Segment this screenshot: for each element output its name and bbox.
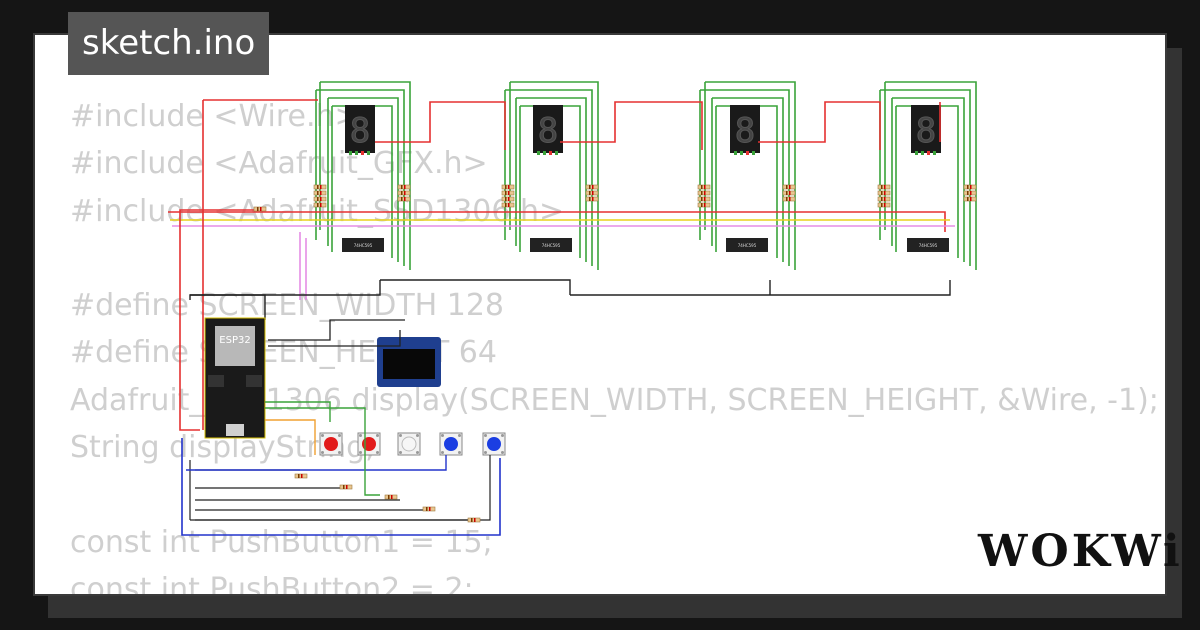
pushbutton-3[interactable] [397,432,421,456]
display-module-3[interactable]: 74HC595 [697,81,796,270]
code-line: #include <Wire.h> [70,99,360,134]
oled-display[interactable] [377,337,441,387]
pushbutton-5[interactable] [482,432,506,456]
wokwi-logo: WOKWi [978,526,1183,577]
shift-register-chip [530,238,572,252]
pushbutton-2[interactable] [357,432,381,456]
shift-register-label: 74HC595 [919,243,938,248]
project-card: #include <Wire.h>#include <Adafruit_GFX.… [33,33,1167,596]
pushbutton-4[interactable] [439,432,463,456]
display-module-1[interactable]: 74HC595 [313,81,411,270]
display-module-4[interactable]: 74HC595 [877,81,977,270]
code-line: const int PushButton2 = 2; [70,571,474,596]
shift-register-chip [342,238,384,252]
shift-register-label: 74HC595 [542,243,561,248]
pushbutton-1[interactable] [319,432,343,456]
esp32-board[interactable]: ESP32 [204,317,266,439]
window-title: sketch.ino [68,12,270,75]
board-label: ESP32 [219,335,250,346]
shift-register-chip [726,238,768,252]
shift-register-label: 74HC595 [738,243,757,248]
shift-register-chip [907,238,949,252]
display-module-2[interactable]: 74HC595 [501,81,599,270]
code-line: const int PushButton1 = 15; [70,524,493,560]
shift-register-label: 74HC595 [354,243,373,248]
code-line: #define SCREEN_WIDTH 128 [70,288,505,324]
